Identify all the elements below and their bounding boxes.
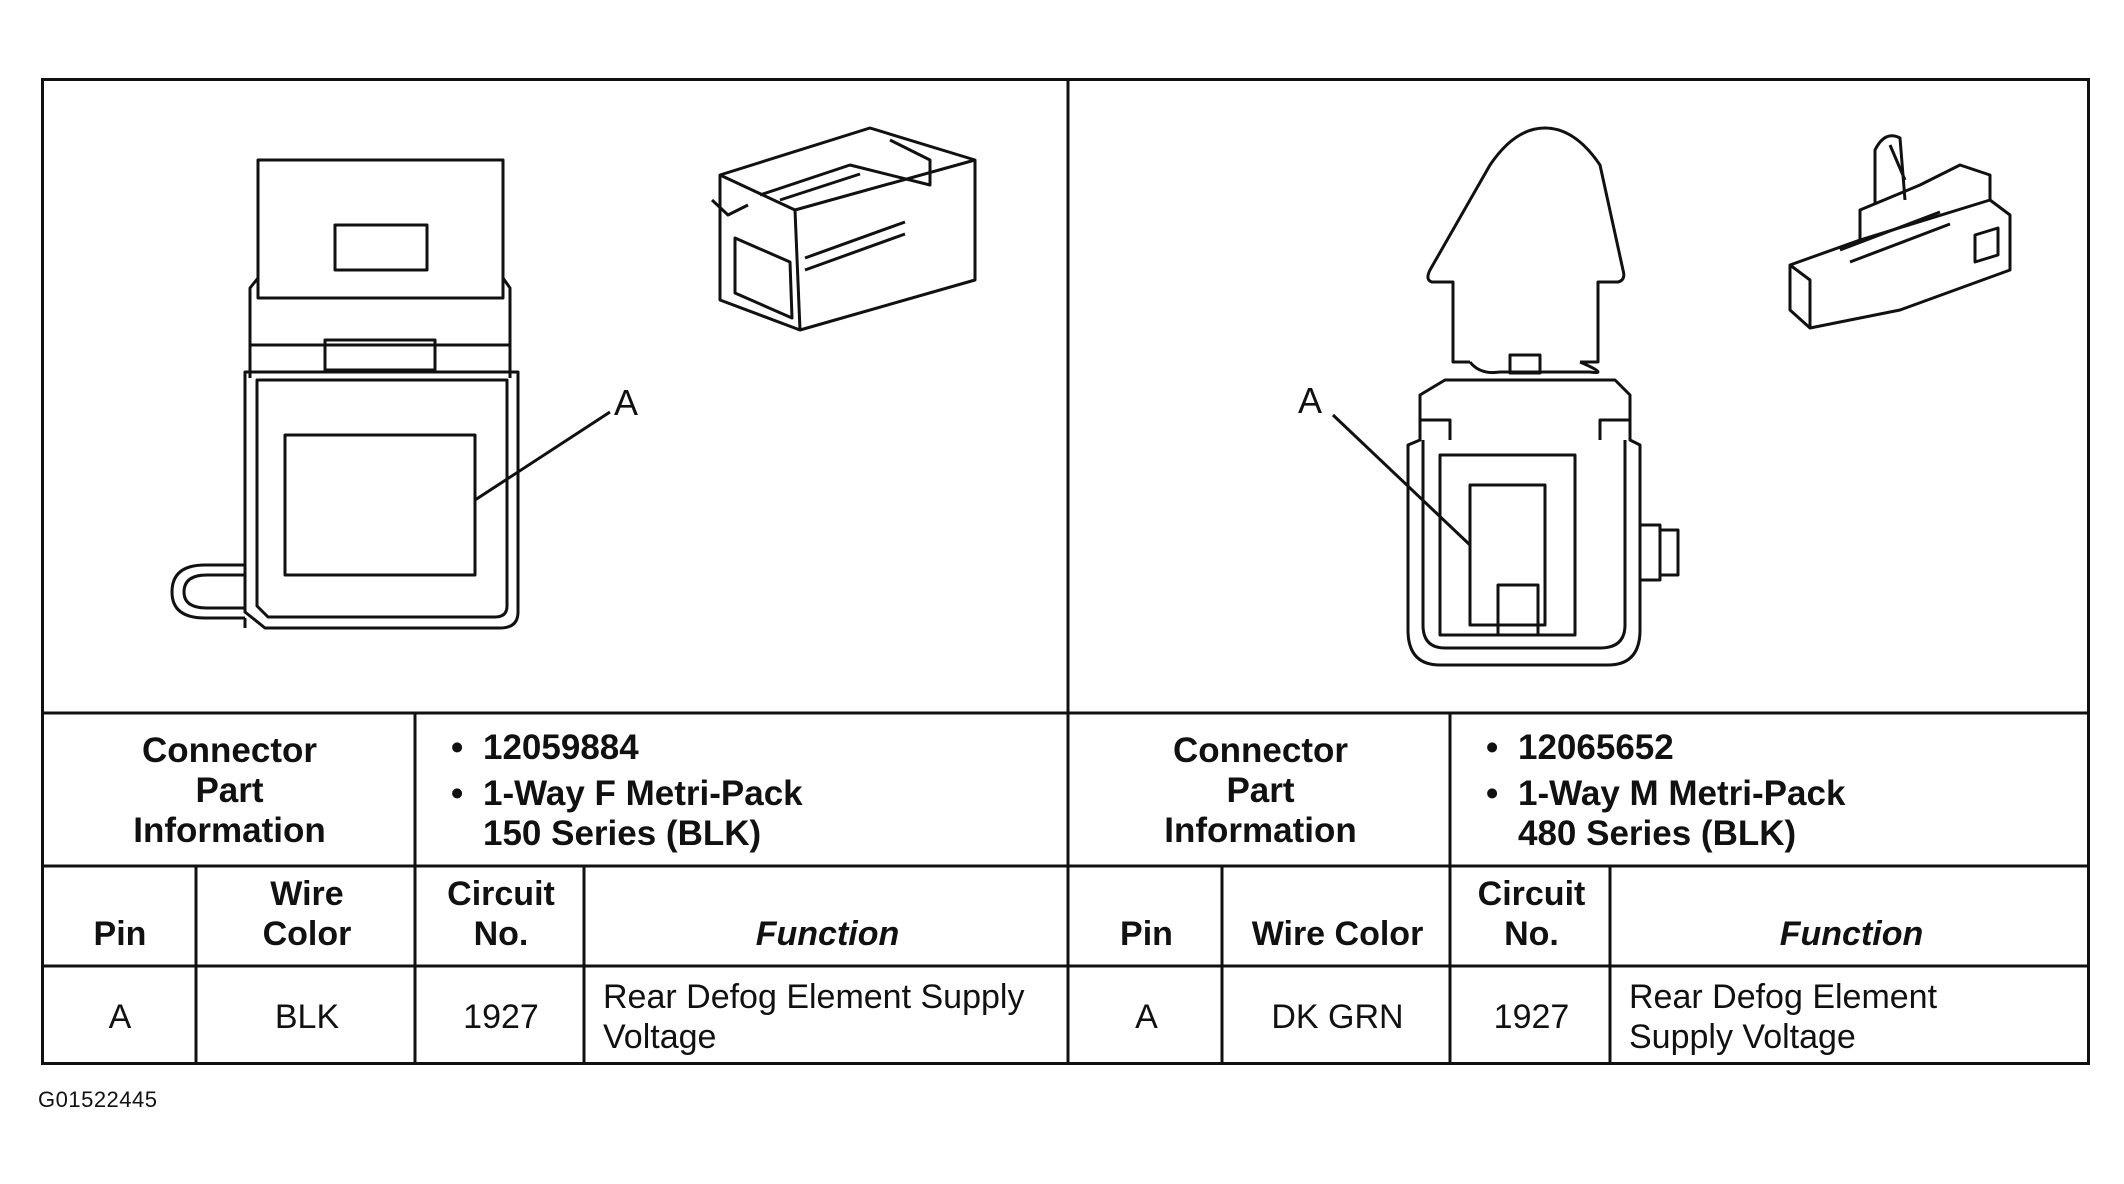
left-description: 1-Way F Metri-Pack 150 Series (BLK) bbox=[451, 774, 863, 854]
left-part-info: 12059884 1-Way F Metri-Pack 150 Series (… bbox=[418, 716, 1068, 866]
left-part-number: 12059884 bbox=[451, 728, 1068, 768]
right-col-function: Function bbox=[1779, 915, 1924, 953]
left-row-wire-color: BLK bbox=[274, 998, 340, 1036]
left-row-function: Rear Defog Element Supply Voltage bbox=[603, 978, 1025, 1056]
figure-id: G01522445 bbox=[38, 1087, 158, 1112]
right-row-wire-color: DK GRN bbox=[1271, 998, 1404, 1036]
left-row-circuit: 1927 bbox=[463, 998, 539, 1036]
left-part-info-label: Connector Part Information bbox=[133, 731, 326, 850]
right-row-circuit: 1927 bbox=[1493, 998, 1570, 1036]
right-description: 1-Way M Metri-Pack 480 Series (BLK) bbox=[1486, 774, 1898, 854]
left-callout-label: A bbox=[614, 382, 638, 423]
left-connector-front-drawing bbox=[170, 158, 611, 630]
left-connector-iso-drawing bbox=[710, 126, 977, 332]
right-col-pin: Pin bbox=[1120, 915, 1173, 953]
right-col-circuit: Circuit No. bbox=[1477, 875, 1586, 953]
right-row-function: Rear Defog Element Supply Voltage bbox=[1629, 978, 1938, 1056]
left-col-wire-color: Wire Color bbox=[262, 875, 352, 953]
left-col-circuit: Circuit No. bbox=[447, 875, 555, 953]
right-part-number: 12065652 bbox=[1486, 728, 2090, 768]
right-connector-iso-drawing bbox=[1788, 134, 2012, 330]
connector-frame bbox=[41, 78, 2090, 1065]
right-part-info-label: Connector Part Information bbox=[1164, 731, 1357, 850]
right-row-pin: A bbox=[1135, 998, 1158, 1036]
right-col-wire-color: Wire Color bbox=[1251, 915, 1424, 953]
left-col-function: Function bbox=[755, 915, 900, 953]
left-row-pin: A bbox=[108, 998, 132, 1036]
right-connector-front-drawing bbox=[1331, 126, 1680, 667]
right-callout-label: A bbox=[1298, 380, 1322, 421]
right-part-info: 12065652 1-Way M Metri-Pack 480 Series (… bbox=[1453, 716, 2090, 866]
left-col-pin: Pin bbox=[93, 915, 147, 953]
